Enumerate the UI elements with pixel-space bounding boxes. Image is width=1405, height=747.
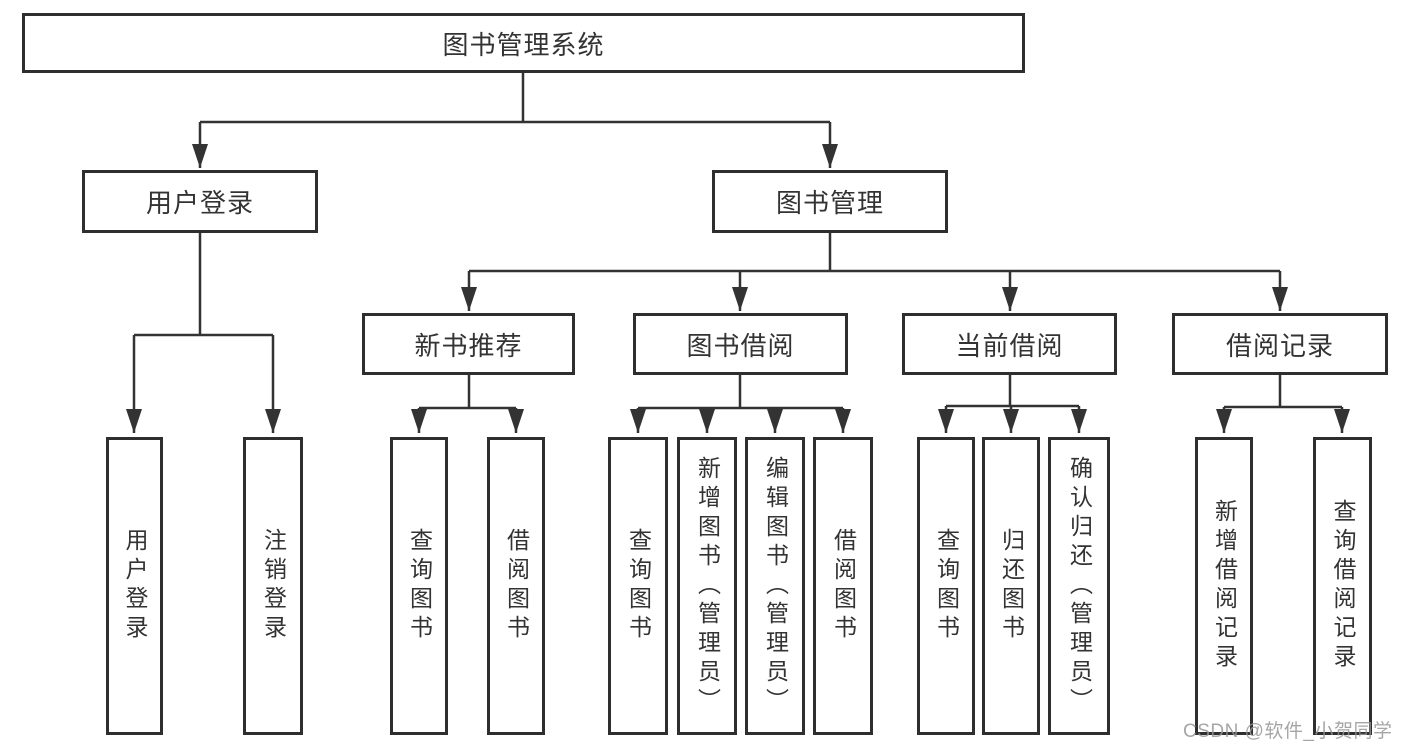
leaf-label: 新增借阅记录 [1211, 499, 1238, 673]
leaf-label: 确认归还（管理员） [1066, 455, 1093, 717]
node-label: 图书借阅 [686, 330, 795, 361]
leaf-borrow-books-recommend: 借阅图书 [487, 437, 545, 735]
leaf-query-books-recommend: 查询图书 [390, 437, 448, 735]
leaf-add-borrow-record: 新增借阅记录 [1195, 437, 1253, 735]
leaf-logout-login: 注销登录 [243, 437, 303, 735]
node-label: 图书管理系统 [442, 29, 605, 60]
leaf-label: 用户登录 [122, 528, 148, 644]
leaf-return-books: 归还图书 [982, 437, 1040, 735]
leaf-label: 注销登录 [260, 528, 287, 644]
leaf-label: 新增图书（管理员） [694, 455, 721, 717]
node-borrowing-records: 借阅记录 [1172, 313, 1388, 375]
node-book-management: 图书管理 [712, 170, 948, 233]
node-library-system: 图书管理系统 [22, 13, 1025, 73]
node-new-book-recommend: 新书推荐 [362, 313, 575, 375]
node-current-borrowing: 当前借阅 [902, 313, 1117, 375]
leaf-label: 查询图书 [625, 528, 652, 644]
leaf-label: 查询图书 [933, 528, 960, 644]
node-label: 借阅记录 [1225, 330, 1334, 361]
leaf-label: 归还图书 [998, 528, 1025, 644]
leaf-add-book-admin: 新增图书（管理员） [677, 437, 737, 735]
leaf-borrow-books-borrowing: 借阅图书 [813, 437, 873, 735]
leaf-label: 借阅图书 [830, 528, 857, 644]
leaf-confirm-return-admin: 确认归还（管理员） [1048, 437, 1110, 735]
leaf-edit-book-admin: 编辑图书（管理员） [745, 437, 805, 735]
node-user-login: 用户登录 [82, 170, 318, 233]
leaf-user-login: 用户登录 [106, 437, 163, 735]
leaf-query-books-current: 查询图书 [917, 437, 975, 735]
leaf-query-borrow-record: 查询借阅记录 [1313, 437, 1372, 735]
node-label: 新书推荐 [414, 330, 523, 361]
node-label: 用户登录 [145, 188, 254, 218]
leaf-label: 查询借阅记录 [1330, 499, 1356, 673]
leaf-label: 查询图书 [406, 528, 433, 644]
leaf-label: 借阅图书 [503, 528, 530, 644]
watermark-text: CSDN @软件_小贺同学 [1183, 721, 1393, 742]
leaf-label: 编辑图书（管理员） [762, 455, 789, 717]
node-book-borrowing: 图书借阅 [633, 313, 848, 375]
node-label: 当前借阅 [955, 330, 1064, 361]
node-label: 图书管理 [775, 188, 884, 218]
leaf-query-books-borrowing: 查询图书 [608, 437, 668, 735]
